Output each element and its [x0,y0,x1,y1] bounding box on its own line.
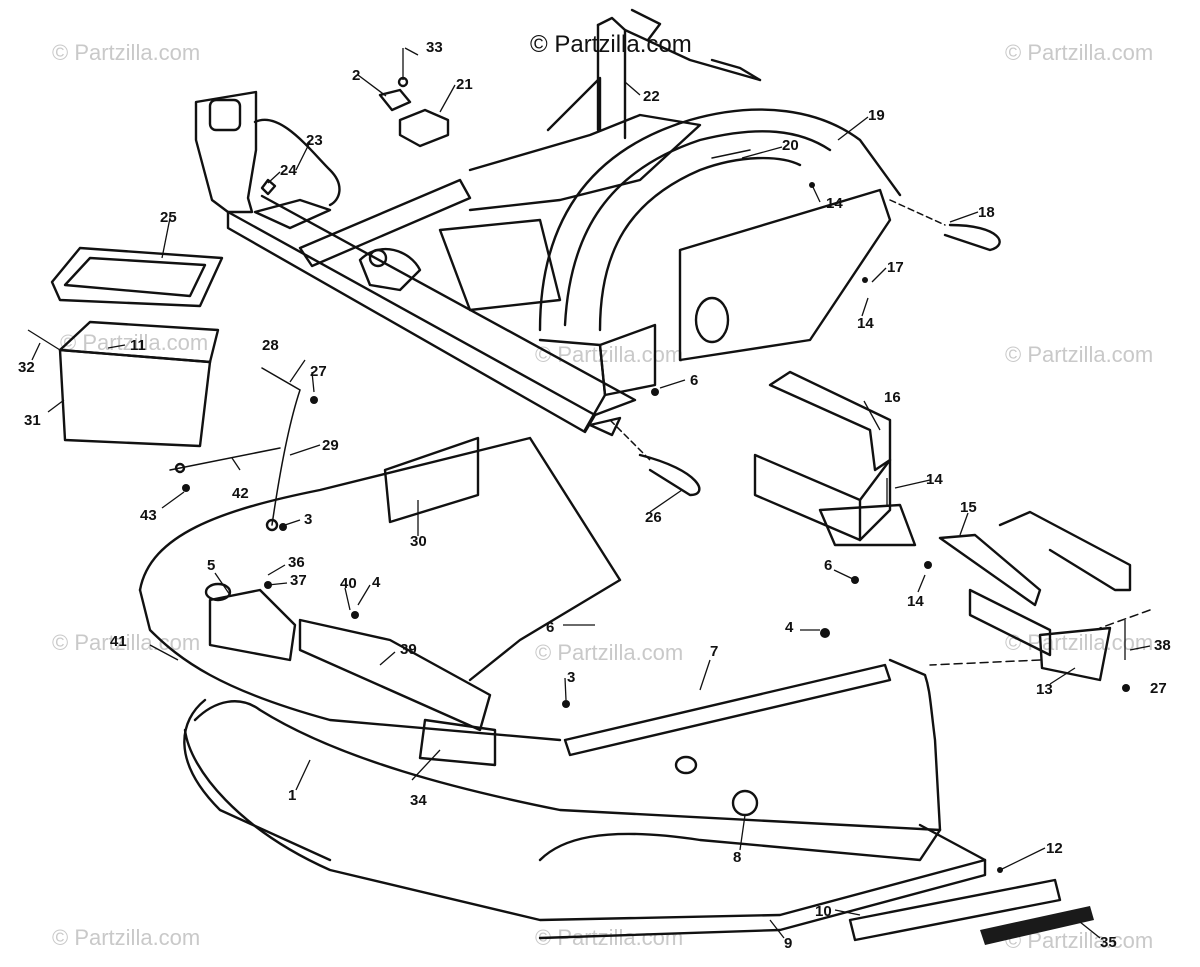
callout-7: 7 [710,643,718,660]
callout-41: 41 [110,633,127,650]
callout-14: 14 [826,195,843,212]
callout-1: 1 [288,787,296,804]
callout-27: 27 [310,363,327,380]
callout-3: 3 [304,511,312,528]
callout-18: 18 [978,204,995,221]
callout-21: 21 [456,76,473,93]
callout-6: 6 [546,619,554,636]
callout-25: 25 [160,209,177,226]
callout-6: 6 [690,372,698,389]
callout-6: 6 [824,557,832,574]
callout-numbers: 1 2 3 3 4 4 5 6 6 6 7 8 9 10 11 12 13 14… [18,39,1171,952]
callout-20: 20 [782,137,799,154]
callout-13: 13 [1036,681,1053,698]
leader-lines [31,47,1151,939]
callout-27: 27 [1150,680,1167,697]
callout-40: 40 [340,575,357,592]
watermark: © Partzilla.com [52,925,200,950]
callout-4: 4 [372,574,381,591]
callout-38: 38 [1154,637,1171,654]
callout-35: 35 [1100,934,1117,951]
callout-39: 39 [400,641,417,658]
callout-31: 31 [24,412,41,429]
watermark: © Partzilla.com [52,40,200,65]
callout-34: 34 [410,792,427,809]
callout-24: 24 [280,162,297,179]
pin [943,223,1001,252]
plug [260,178,277,196]
callout-42: 42 [232,485,249,502]
footrest-left [753,370,917,547]
watermark-group: © Partzilla.com © Partzilla.com © Partzi… [52,40,1153,953]
callout-26: 26 [645,509,662,526]
callout-23: 23 [306,132,323,149]
decal [980,906,1094,945]
callout-28: 28 [262,337,279,354]
callout-10: 10 [815,903,832,920]
callout-12: 12 [1046,840,1063,857]
callout-5: 5 [207,557,215,574]
callout-14: 14 [907,593,924,610]
callout-11: 11 [130,337,146,354]
callout-33: 33 [426,39,443,56]
watermark-top: © Partzilla.com [530,31,692,58]
footrest-right [938,510,1132,682]
callout-36: 36 [288,554,305,571]
watermark: © Partzilla.com [1005,40,1153,65]
callout-9: 9 [784,935,792,952]
watermark: © Partzilla.com [1005,342,1153,367]
watermark: © Partzilla.com [535,640,683,665]
cable [169,367,301,532]
callout-14: 14 [926,471,943,488]
callout-37: 37 [290,572,307,589]
callout-14: 14 [857,315,874,332]
fasteners [182,182,1130,873]
watermark: © Partzilla.com [535,342,683,367]
belly-pan [138,436,987,940]
callout-15: 15 [960,499,977,516]
mount-bracket [378,48,450,148]
callout-4: 4 [785,619,794,636]
callout-8: 8 [733,849,741,866]
callout-30: 30 [410,533,427,550]
watermark: © Partzilla.com [52,630,200,655]
callout-16: 16 [884,389,901,406]
callout-17: 17 [887,259,904,276]
callout-29: 29 [322,437,339,454]
callout-32: 32 [18,359,35,376]
watermark: © Partzilla.com [1005,630,1153,655]
callout-43: 43 [140,507,157,524]
battery-box [27,246,224,448]
callout-19: 19 [868,107,885,124]
pin [638,453,701,497]
strip [848,878,1062,942]
callout-3: 3 [567,669,575,686]
callout-22: 22 [643,88,660,105]
frame-tunnel-assembly [194,8,902,437]
callout-2: 2 [352,67,360,84]
